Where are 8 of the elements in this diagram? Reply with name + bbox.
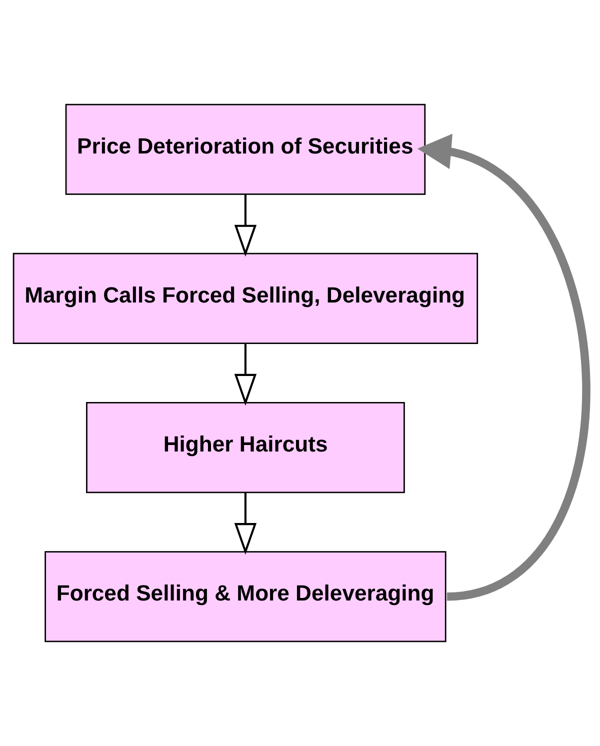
node-box: Forced Selling & More Deleveraging: [44, 551, 446, 642]
arrow: [417, 134, 590, 601]
arrow: [234, 492, 257, 555]
node-box: Margin Calls Forced Selling, Deleveraging: [12, 252, 478, 344]
node-box: Higher Haircuts: [86, 402, 405, 494]
arrow: [234, 194, 257, 257]
arrow: [234, 343, 257, 406]
node-box: Price Deterioration of Securities: [65, 104, 426, 195]
